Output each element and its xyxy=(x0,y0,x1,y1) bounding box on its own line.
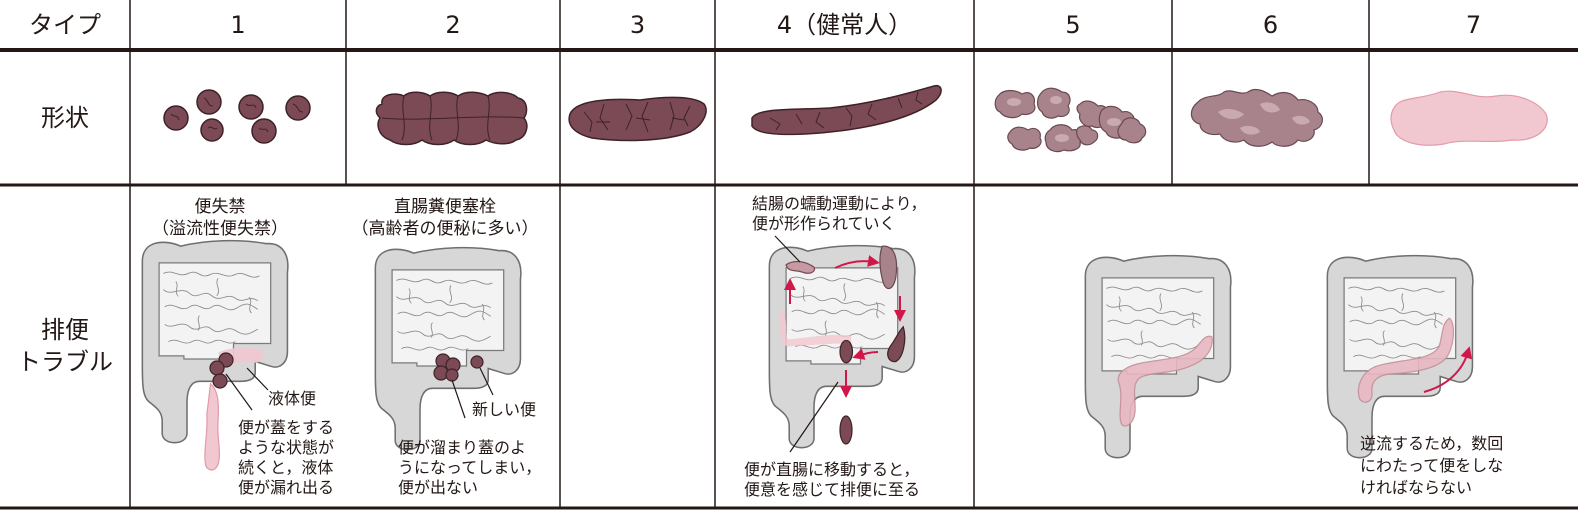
incontinence-subtitle: （溢流性便失禁） xyxy=(152,219,288,239)
type-1-header: 1 xyxy=(230,11,246,39)
colon-loose-1 xyxy=(1084,254,1232,459)
stool-type-5 xyxy=(994,87,1147,153)
type-6-header: 6 xyxy=(1262,11,1279,39)
impaction-note-1: 便が溜まり蓋のよ xyxy=(398,438,527,457)
impacted-stool-1 xyxy=(209,352,234,389)
colon-loose-2 xyxy=(1326,254,1474,459)
reflux-arrow xyxy=(1423,346,1473,393)
liquid-stool-label: 液体便 xyxy=(268,389,317,408)
colon-incontinence xyxy=(141,239,289,471)
peristalsis-note-2: 便が形作られていく xyxy=(752,214,896,233)
type-7-header: 7 xyxy=(1465,11,1482,39)
leader-lines xyxy=(225,235,839,453)
new-stool-label: 新しい便 xyxy=(472,400,537,419)
stool-type-7 xyxy=(1390,90,1548,146)
peristalsis-note-1: 結腸の蠕動運動により， xyxy=(752,194,927,213)
reflux-note-1: 逆流するため，数回 xyxy=(1360,434,1504,453)
incontinence-note-2: ような状態が xyxy=(238,438,335,457)
defecation-note-2: 便意を感じて排便に至る xyxy=(744,480,921,499)
stool-type-1 xyxy=(163,89,311,144)
stool-type-4 xyxy=(751,84,942,136)
impaction-note-3: 便が出ない xyxy=(398,478,479,497)
defecation-note-1: 便が直腸に移動すると， xyxy=(744,460,920,479)
stool-type-2 xyxy=(375,91,528,146)
incontinence-note-4: 便が漏れ出る xyxy=(238,478,335,497)
reflux-note-3: ければならない xyxy=(1360,478,1473,497)
trouble-row-label-line2: トラブル xyxy=(17,348,113,376)
type-3-header: 3 xyxy=(629,11,646,39)
impaction-subtitle: （高齢者の便秘に多い） xyxy=(351,219,539,239)
stool-type-6 xyxy=(1190,88,1323,147)
type-2-header: 2 xyxy=(445,11,461,39)
shape-row-label: 形状 xyxy=(41,104,89,132)
trouble-row-label-line1: 排便 xyxy=(41,316,89,344)
type-4-header: 4（健常人） xyxy=(776,11,913,39)
incontinence-title: 便失禁 xyxy=(194,197,246,217)
type-header-label: タイプ xyxy=(29,11,101,39)
impaction-note-2: うになってしまい， xyxy=(398,458,542,477)
stool-type-3 xyxy=(568,96,707,142)
colon-healthy xyxy=(768,244,916,449)
reflux-note-2: にわたって便をしな xyxy=(1360,456,1504,475)
incontinence-note-3: 続くと，液体 xyxy=(238,458,334,477)
type-5-header: 5 xyxy=(1065,11,1081,39)
impaction-title: 直腸糞便塞栓 xyxy=(394,197,496,217)
incontinence-note-1: 便が蓋をする xyxy=(238,418,335,437)
peristalsis-arrows xyxy=(784,255,906,398)
impacted-stool-2 xyxy=(433,353,484,382)
exiting-stool xyxy=(839,415,853,445)
